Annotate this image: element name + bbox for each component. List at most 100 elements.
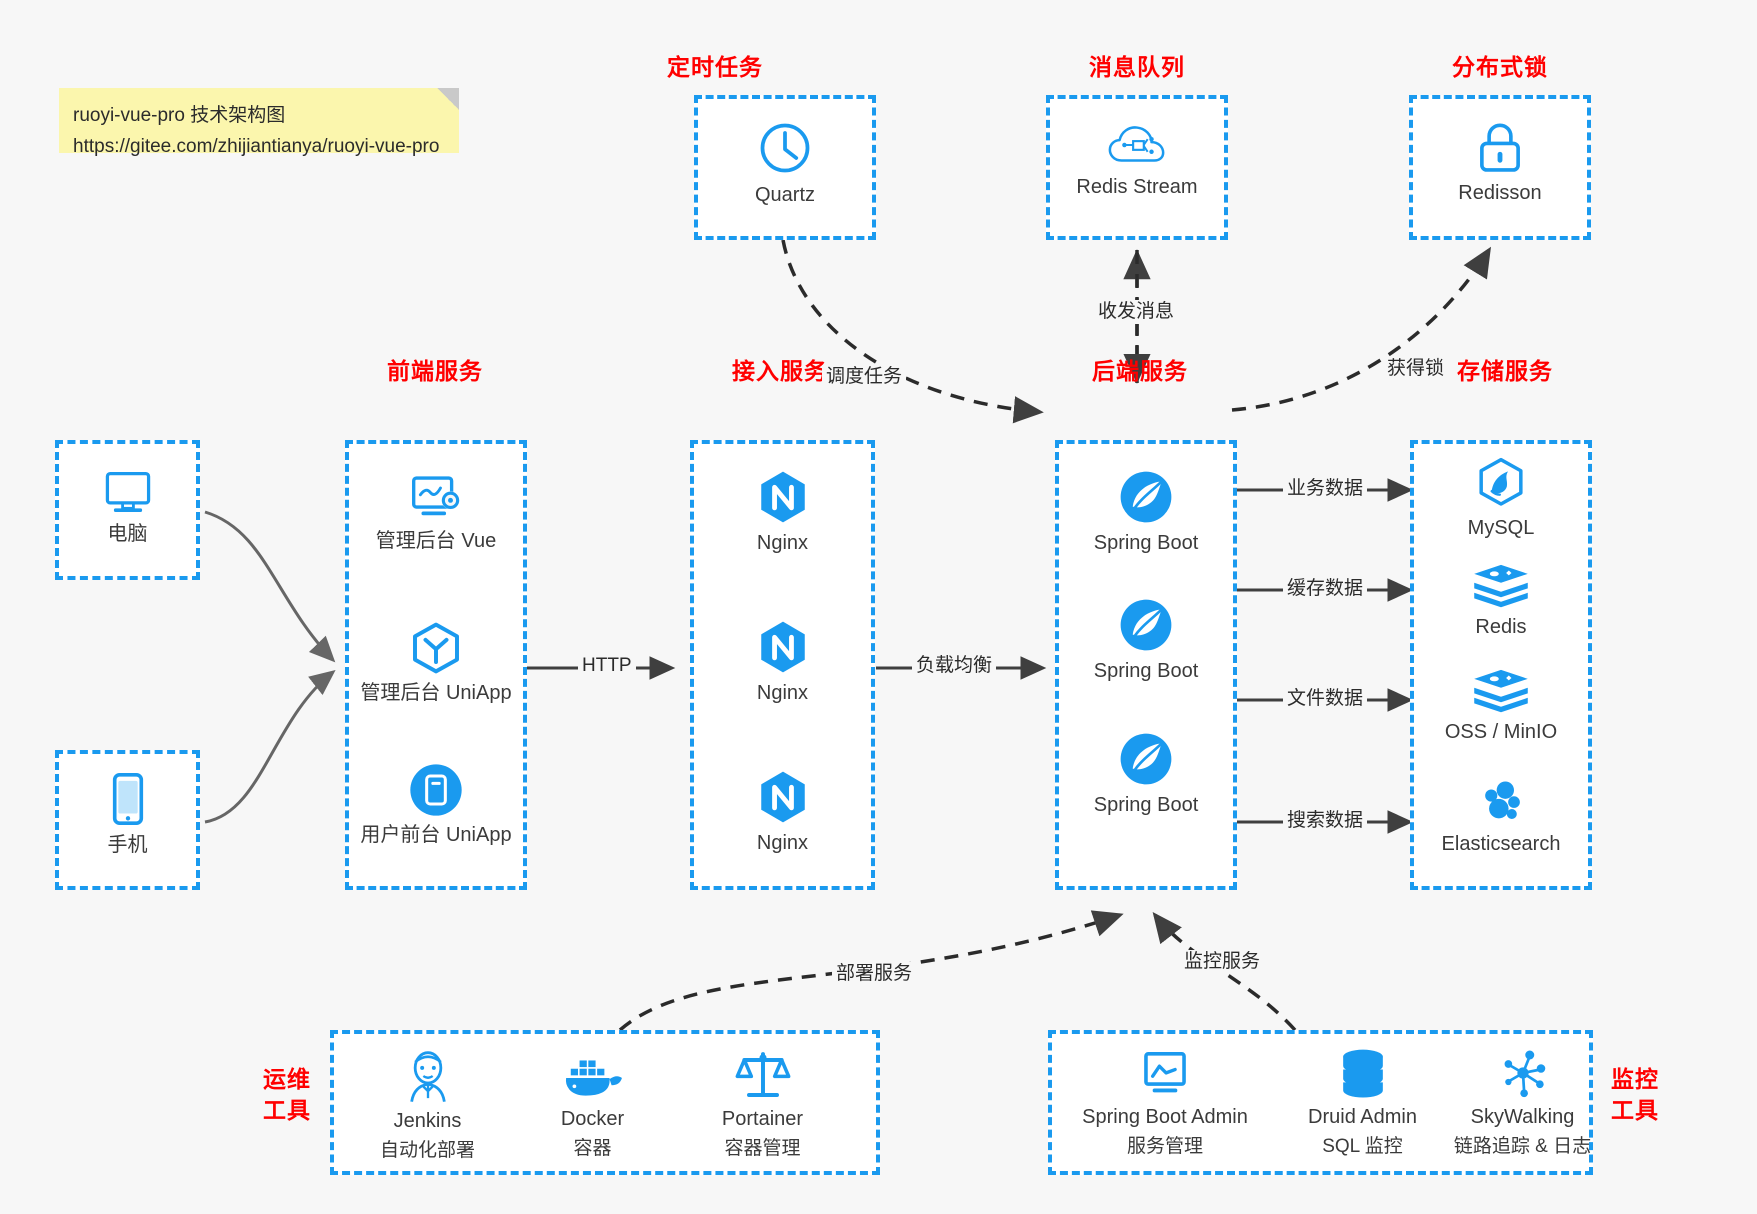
node-label: 管理后台 UniApp <box>360 682 512 704</box>
node-label: Nginx <box>756 832 809 854</box>
clock-icon <box>760 123 810 173</box>
node-label: Jenkins <box>393 1110 462 1132</box>
node-portainer[interactable]: Portainer 容器管理 <box>675 1046 850 1162</box>
group-title-frontend: 前端服务 <box>387 358 483 384</box>
node-label: MySQL <box>1467 517 1535 539</box>
note-line-2: https://gitee.com/zhijiantianya/ruoyi-vu… <box>73 136 440 157</box>
node-label: Druid Admin <box>1308 1106 1417 1128</box>
node-desktop[interactable]: 电脑 <box>60 465 195 547</box>
nginx-icon <box>760 621 805 673</box>
node-label: OSS / MinIO <box>1444 721 1558 743</box>
node-docker[interactable]: Docker 容器 <box>510 1052 675 1162</box>
node-nginx-3[interactable]: Nginx <box>695 768 870 856</box>
scales-icon <box>735 1052 790 1097</box>
node-label: Quartz <box>754 184 816 206</box>
spring-leaf-icon <box>1120 599 1172 651</box>
node-nginx-1[interactable]: Nginx <box>695 468 870 556</box>
node-spring-boot-3[interactable]: Spring Boot <box>1060 730 1232 818</box>
node-label: Portainer <box>721 1108 804 1130</box>
group-title-monitor-line1: 监控 <box>1611 1066 1659 1092</box>
edge-label-deploy-service: 部署服务 <box>832 962 917 986</box>
spring-leaf-icon <box>1120 471 1172 523</box>
node-label: Spring Boot <box>1093 660 1199 682</box>
edge-label-send-receive-msg: 收发消息 <box>1094 300 1179 324</box>
edge-label-http: HTTP <box>578 654 636 678</box>
group-box-monitor <box>1048 1030 1593 1175</box>
node-label: 手机 <box>107 834 148 856</box>
monitor-gear-icon <box>412 476 460 516</box>
node-oss-minio[interactable]: OSS / MinIO <box>1415 665 1587 745</box>
node-druid-admin[interactable]: Druid Admin SQL 监控 <box>1275 1046 1450 1160</box>
node-label: Docker <box>560 1108 625 1130</box>
node-phone[interactable]: 手机 <box>60 770 195 858</box>
hexagon-y-icon <box>413 622 459 674</box>
node-label: Redisson <box>1458 182 1542 204</box>
node-sublabel: SQL 监控 <box>1322 1136 1403 1157</box>
edge-label-search-data: 搜索数据 <box>1283 809 1368 833</box>
node-admin-uniapp[interactable]: 管理后台 UniApp <box>350 620 522 706</box>
node-label: Spring Boot Admin <box>1082 1106 1248 1128</box>
edge-backend-to-lock <box>1231 246 1492 412</box>
node-label: Elasticsearch <box>1441 833 1561 855</box>
group-box-mq <box>1046 95 1228 240</box>
group-box-lock <box>1409 95 1591 240</box>
edge-label-load-balance: 负载均衡 <box>912 654 997 678</box>
nginx-icon <box>760 771 805 823</box>
node-jenkins[interactable]: Jenkins 自动化部署 <box>345 1048 510 1164</box>
group-title-backend: 后端服务 <box>1092 358 1188 384</box>
node-spring-boot-admin[interactable]: Spring Boot Admin 服务管理 <box>1060 1048 1270 1160</box>
group-title-scheduler: 定时任务 <box>667 54 763 80</box>
group-title-devops: 运维 工具 <box>252 1064 322 1126</box>
group-title-storage: 存储服务 <box>1457 358 1553 384</box>
mysql-dolphin-icon <box>1479 457 1523 506</box>
elasticsearch-icon <box>1485 781 1520 819</box>
group-title-devops-line1: 运维 <box>263 1066 311 1092</box>
group-title-gateway: 接入服务 <box>732 358 828 384</box>
edge-phone-to-frontend <box>204 669 336 824</box>
redis-stack-icon <box>1474 669 1528 713</box>
padlock-icon <box>1480 123 1520 172</box>
group-box-scheduler <box>694 95 876 240</box>
note-line-1: ruoyi-vue-pro 技术架构图 <box>73 105 286 126</box>
cloud-network-icon <box>1108 126 1165 162</box>
node-skywalking[interactable]: SkyWalking 链路追踪 & 日志 <box>1430 1046 1615 1160</box>
node-label: Spring Boot <box>1093 532 1199 554</box>
node-nginx-2[interactable]: Nginx <box>695 618 870 706</box>
group-box-desktop <box>55 440 200 580</box>
node-elasticsearch[interactable]: Elasticsearch <box>1415 775 1587 857</box>
edge-label-business-data: 业务数据 <box>1283 477 1368 501</box>
node-admin-vue[interactable]: 管理后台 Vue <box>350 470 522 554</box>
phone-icon <box>112 773 143 825</box>
node-label: Nginx <box>756 682 809 704</box>
note-fold-icon <box>437 88 459 110</box>
node-sublabel: 服务管理 <box>1126 1136 1203 1157</box>
node-sublabel: 容器管理 <box>724 1138 801 1159</box>
node-redisson[interactable]: Redisson <box>1419 118 1581 206</box>
node-user-uniapp[interactable]: 用户前台 UniApp <box>350 762 522 848</box>
group-title-devops-line2: 工具 <box>263 1097 311 1123</box>
docker-whale-icon <box>565 1060 622 1096</box>
node-spring-boot-2[interactable]: Spring Boot <box>1060 596 1232 684</box>
node-label: SkyWalking <box>1470 1106 1575 1128</box>
edge-desktop-to-frontend <box>204 510 336 663</box>
node-label: Redis <box>1475 616 1527 638</box>
edge-label-schedule-task: 调度任务 <box>822 365 907 389</box>
node-label: Nginx <box>756 532 809 554</box>
node-quartz[interactable]: Quartz <box>704 118 866 208</box>
node-spring-boot-1[interactable]: Spring Boot <box>1060 468 1232 556</box>
title-note: ruoyi-vue-pro 技术架构图 https://gitee.com/zh… <box>59 88 459 157</box>
node-label: Redis Stream <box>1076 176 1198 198</box>
nginx-icon <box>760 471 805 523</box>
group-title-monitor-line2: 工具 <box>1611 1097 1659 1123</box>
node-redis[interactable]: Redis <box>1415 560 1587 640</box>
redis-stack-icon <box>1474 564 1528 608</box>
database-icon <box>1342 1049 1383 1098</box>
group-title-mq: 消息队列 <box>1089 54 1185 80</box>
monitor-chart-icon <box>1144 1052 1186 1093</box>
node-label: Spring Boot <box>1093 794 1199 816</box>
group-title-lock: 分布式锁 <box>1452 54 1548 80</box>
node-mysql[interactable]: MySQL <box>1415 455 1587 541</box>
node-redis-stream[interactable]: Redis Stream <box>1056 120 1218 200</box>
edge-label-cache-data: 缓存数据 <box>1283 577 1368 601</box>
